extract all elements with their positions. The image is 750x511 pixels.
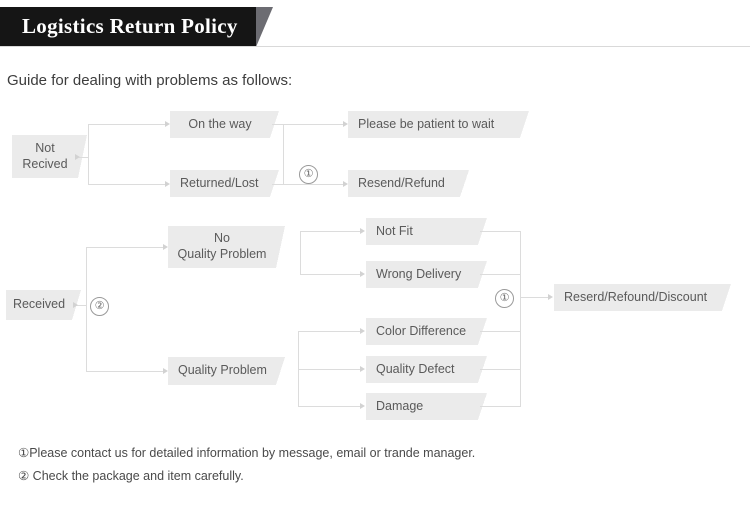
- arrow-to-final-outcome: [548, 293, 553, 300]
- connector-received-stub: [73, 305, 86, 306]
- connector-to-on-the-way: [88, 124, 168, 125]
- connector-to-resend-refund: [283, 184, 345, 185]
- node-resend-refund: Resend/Refund: [348, 170, 460, 197]
- connector-to-no-quality-problem: [86, 247, 166, 248]
- node-quality-problem: Quality Problem: [168, 357, 276, 385]
- connector-no-quality-bracket: [300, 231, 301, 274]
- connector-stage-to-bracket-top: [272, 124, 284, 125]
- node-fold-quality-problem: [276, 357, 285, 385]
- connector-to-damage: [298, 406, 362, 407]
- banner-wedge-icon: [256, 7, 273, 47]
- arrow-not-received-stub: [75, 153, 80, 160]
- node-damage: Damage: [366, 393, 478, 420]
- footnote-2: ② Check the package and item carefully.: [18, 469, 244, 483]
- node-reserd-refound-discount: Reserd/Refound/Discount: [554, 284, 722, 311]
- arrow-to-please-be-patient: [343, 120, 348, 127]
- arrow-to-resend-refund: [343, 180, 348, 187]
- banner-bar: [0, 7, 256, 47]
- node-received: Received: [6, 290, 72, 320]
- banner-divider: [0, 46, 750, 47]
- connector-received-bracket: [86, 247, 87, 371]
- arrow-received-stub: [73, 301, 78, 308]
- node-fold-please-be-patient: [520, 111, 529, 138]
- footnote-1: ①Please contact us for detailed informat…: [18, 446, 476, 460]
- node-on-the-way: On the way: [170, 111, 270, 138]
- node-not-received: Not Recived: [12, 135, 78, 178]
- connector-not-received-outcome-bracket: [283, 124, 284, 184]
- marker-received-merge: ①: [495, 289, 514, 308]
- connector-to-returned-lost: [88, 184, 168, 185]
- arrow-to-returned-lost: [165, 180, 170, 187]
- arrow-to-on-the-way: [165, 120, 170, 127]
- connector-final-merge-bracket: [520, 231, 521, 406]
- connector-to-wrong-delivery: [300, 274, 362, 275]
- node-color-difference: Color Difference: [366, 318, 478, 345]
- arrow-to-quality-problem: [163, 367, 168, 374]
- arrow-to-no-quality-problem: [163, 243, 168, 250]
- title-banner: Logistics Return Policy: [0, 7, 750, 47]
- connector-to-please-be-patient: [283, 124, 345, 125]
- node-no-quality-problem: No Quality Problem: [168, 226, 276, 268]
- connector-to-quality-problem: [86, 371, 166, 372]
- connector-to-color-difference: [298, 331, 362, 332]
- connector-merge-damage: [480, 406, 521, 407]
- connector-not-received-stub: [79, 157, 88, 158]
- connector-stage-to-bracket-bottom: [272, 184, 284, 185]
- node-fold-reserd-refound-discount: [722, 284, 731, 311]
- connector-merge-color-difference: [480, 331, 521, 332]
- marker-received: ②: [90, 297, 109, 316]
- node-returned-lost: Returned/Lost: [170, 170, 270, 197]
- marker-not-received-merge: ①: [299, 165, 318, 184]
- arrow-to-damage: [360, 402, 365, 409]
- connector-merge-wrong-delivery: [480, 274, 521, 275]
- node-quality-defect: Quality Defect: [366, 356, 478, 383]
- arrow-to-color-difference: [360, 327, 365, 334]
- page-title: Logistics Return Policy: [22, 14, 238, 38]
- node-not-fit: Not Fit: [366, 218, 478, 245]
- node-please-be-patient: Please be patient to wait: [348, 111, 520, 138]
- connector-merge-not-fit: [480, 231, 521, 232]
- connector-to-quality-defect: [298, 369, 362, 370]
- connector-merge-quality-defect: [480, 369, 521, 370]
- intro-text: Guide for dealing with problems as follo…: [7, 72, 293, 89]
- node-fold-resend-refund: [460, 170, 469, 197]
- arrow-to-quality-defect: [360, 365, 365, 372]
- connector-quality-bracket: [298, 331, 299, 406]
- arrow-to-not-fit: [360, 227, 365, 234]
- connector-to-not-fit: [300, 231, 362, 232]
- connector-not-received-bracket: [88, 124, 89, 184]
- node-wrong-delivery: Wrong Delivery: [366, 261, 478, 288]
- node-fold-no-quality-problem: [276, 226, 285, 268]
- arrow-to-wrong-delivery: [360, 270, 365, 277]
- connector-to-final-outcome: [520, 297, 550, 298]
